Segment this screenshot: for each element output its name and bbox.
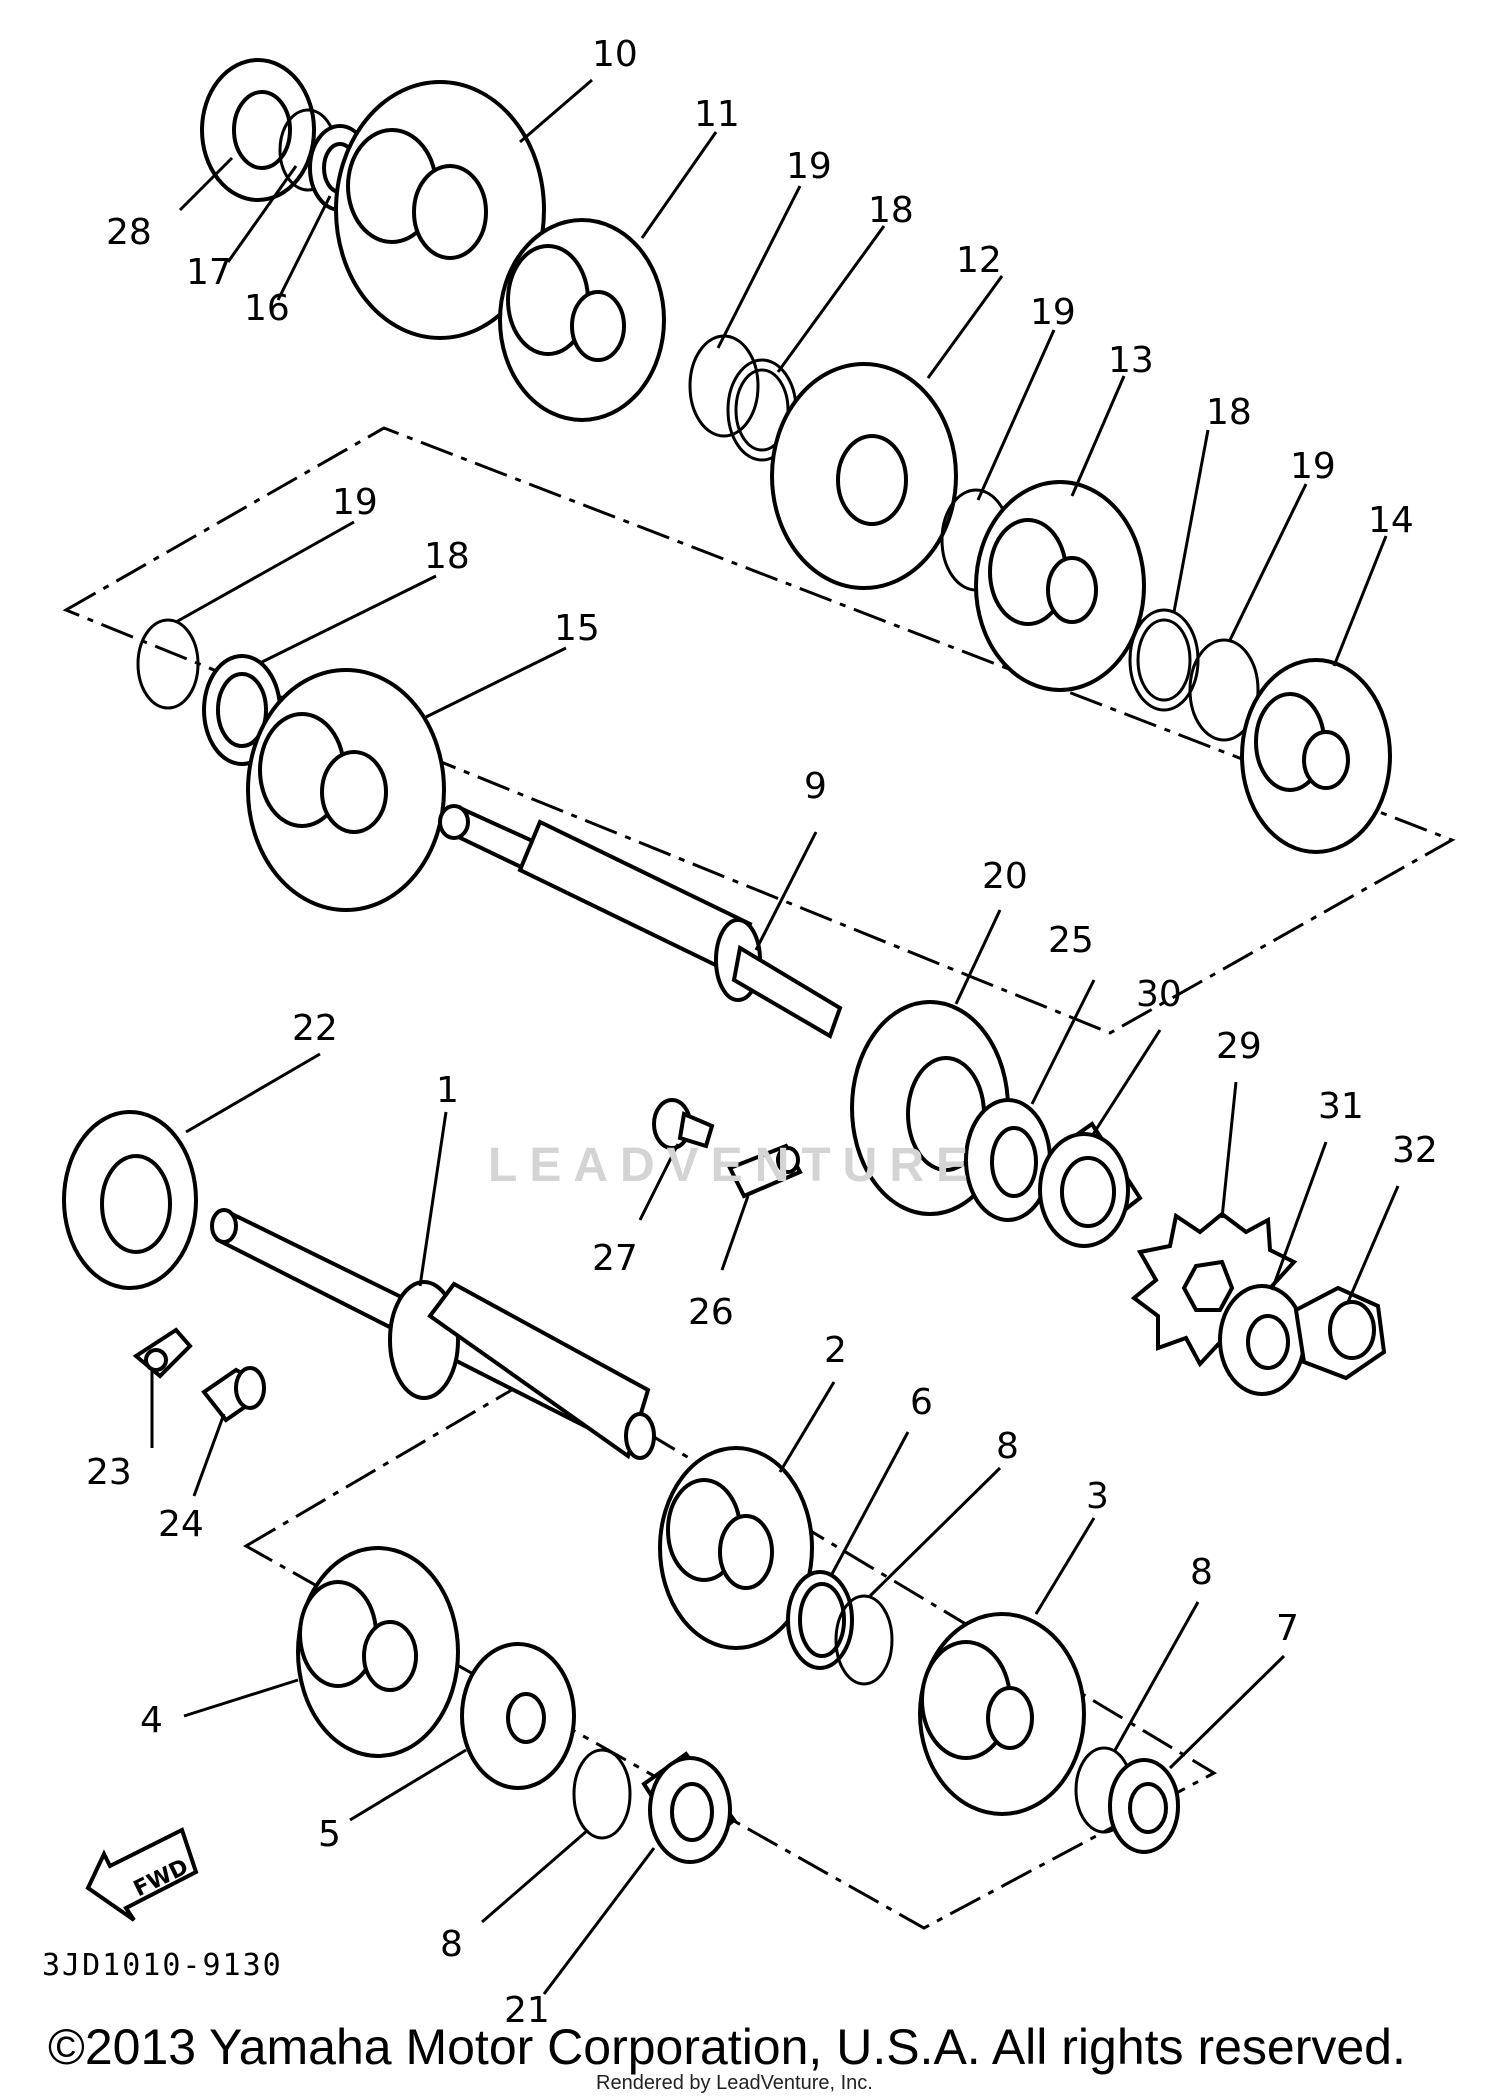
callout-5: 5 — [318, 1814, 341, 1855]
callout-23: 23 — [86, 1452, 132, 1493]
gear-11 — [498, 218, 666, 422]
washer-18-upper-b — [1128, 608, 1200, 712]
callout-20: 20 — [982, 856, 1028, 897]
lock-plate-26 — [727, 1143, 803, 1199]
washer-6 — [786, 1570, 854, 1670]
fwd-arrow-icon: FWD — [85, 1827, 199, 1922]
callout-25: 25 — [1048, 920, 1094, 961]
bearing-22 — [62, 1110, 198, 1290]
sprocket-29 — [1130, 1211, 1298, 1368]
circlip-19-upper-a — [688, 334, 760, 438]
callout-6: 6 — [910, 1382, 933, 1423]
drive-axle-9 — [438, 804, 843, 1039]
callout-28: 28 — [106, 212, 152, 253]
callout-13: 13 — [1108, 340, 1154, 381]
callout-19a: 19 — [786, 146, 832, 187]
callout-29: 29 — [1216, 1026, 1262, 1067]
gear-15 — [246, 668, 446, 912]
gear-3 — [918, 1612, 1086, 1816]
gear-10 — [334, 80, 546, 340]
callout-32: 32 — [1392, 1130, 1438, 1171]
gear-5 — [460, 1642, 576, 1790]
callout-30: 30 — [1136, 974, 1182, 1015]
callout-16: 16 — [244, 288, 290, 329]
gear-4 — [296, 1546, 460, 1758]
callout-21: 21 — [504, 1990, 550, 2031]
callout-18b: 18 — [1206, 392, 1252, 433]
callout-4: 4 — [140, 1700, 163, 1741]
main-axle-1 — [210, 1208, 656, 1460]
callout-numbers: 28 17 16 10 11 19 18 12 19 13 18 19 14 1… — [86, 34, 1438, 2031]
callout-12: 12 — [956, 240, 1002, 281]
callout-19d: 19 — [332, 482, 378, 523]
bearing-28 — [200, 58, 316, 202]
screw-24 — [201, 1366, 266, 1423]
gear-13 — [974, 480, 1146, 692]
callout-15: 15 — [554, 608, 600, 649]
callout-7: 7 — [1276, 1608, 1299, 1649]
gear-12 — [770, 362, 958, 590]
callout-8a: 8 — [996, 1426, 1019, 1467]
collar-30 — [1038, 1121, 1143, 1248]
circlip-8-lower — [572, 1748, 632, 1840]
callout-11: 11 — [694, 94, 740, 135]
callout-19b: 19 — [1030, 292, 1076, 333]
callout-17: 17 — [186, 252, 232, 293]
rendered-by-notice: Rendered by LeadVenture, Inc. — [596, 2072, 873, 2094]
watermark: LEADVENTURE — [488, 1139, 981, 1192]
callout-19c: 19 — [1290, 446, 1336, 487]
nut-32 — [1293, 1285, 1387, 1381]
callout-8c: 8 — [440, 1924, 463, 1965]
callout-3: 3 — [1086, 1476, 1109, 1517]
callout-2: 2 — [824, 1330, 847, 1371]
callout-27: 27 — [592, 1238, 638, 1279]
lock-washer-7 — [1108, 1758, 1180, 1854]
bolt-27 — [652, 1098, 715, 1150]
lock-washer-31 — [1218, 1284, 1306, 1396]
gear-14 — [1240, 658, 1392, 854]
callout-18a: 18 — [868, 190, 914, 231]
callout-22: 22 — [292, 1008, 338, 1049]
callout-1: 1 — [436, 1070, 459, 1111]
lock-plate-23 — [132, 1327, 193, 1379]
spacer-25 — [964, 1098, 1052, 1222]
callout-9: 9 — [804, 766, 827, 807]
bearing-21 — [641, 1751, 737, 1864]
callout-31: 31 — [1318, 1086, 1364, 1127]
diagram-code: 3JD1010-9130 — [42, 1948, 283, 1983]
callout-18c: 18 — [424, 536, 470, 577]
callout-10: 10 — [592, 34, 638, 75]
circlip-19-upper-c — [1188, 638, 1260, 742]
circlip-19-left — [136, 618, 200, 710]
copyright-notice: ©2013 Yamaha Motor Corporation, U.S.A. A… — [48, 2019, 1406, 2075]
callout-24: 24 — [158, 1504, 204, 1545]
callout-14: 14 — [1368, 500, 1414, 541]
leader-lines — [150, 78, 1400, 1995]
callout-8b: 8 — [1190, 1552, 1213, 1593]
gear-2 — [658, 1446, 814, 1650]
circlip-8-upper — [834, 1594, 894, 1686]
callout-26: 26 — [688, 1292, 734, 1333]
group-boundary-upper — [62, 426, 1456, 1035]
